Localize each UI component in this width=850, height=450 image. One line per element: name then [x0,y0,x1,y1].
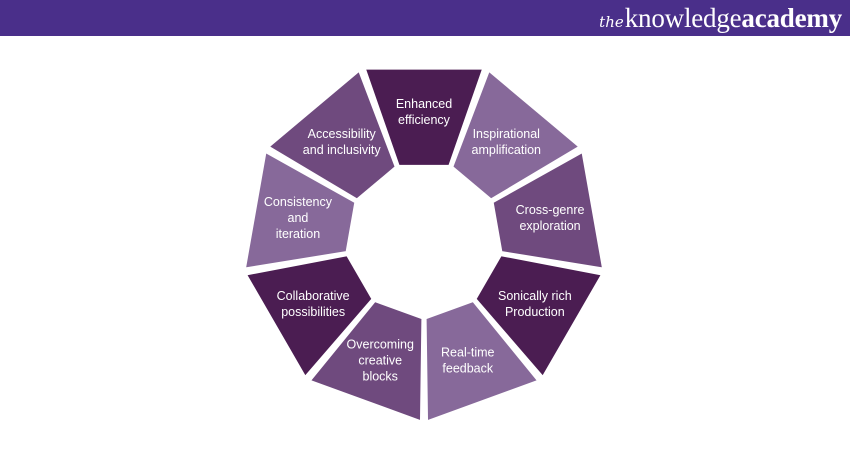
segment-shape [306,298,425,425]
segment-label: feedback [442,361,493,375]
brand-logo[interactable]: theknowledgeacademy [599,2,842,34]
brand-name-light: knowledge [624,3,742,33]
segment-shape [265,67,399,202]
segment-label: creative [358,353,402,367]
segment-label: Sonically rich [498,289,572,303]
segment-shape [473,252,606,381]
segment-label: efficiency [398,113,451,127]
segment-label: possibilities [281,305,345,319]
segment-label: and [288,211,309,225]
segment-shape [449,67,583,202]
segment-label: amplification [472,143,542,157]
segment-label: Real-time [441,345,495,359]
segment-label: exploration [519,219,580,233]
wheel-segment: Collaborative possibilities [242,252,375,381]
header-bar: theknowledgeacademy [0,0,850,36]
segment-label: Collaborative [277,289,350,303]
wheel-segment: Real-time feedback [423,298,542,425]
wheel-segment: Consistency and iteration [242,148,358,271]
segment-shape [490,148,606,271]
segment-shape [362,66,486,168]
segment-label: Overcoming [347,337,414,351]
segment-label: Cross-genre [516,203,585,217]
segment-label: Accessibility [308,127,377,141]
segment-label: Enhanced [396,97,452,111]
segment-label: blocks [363,369,398,383]
wheel-segment: Accessibility and inclusivity [265,67,399,202]
wheel-segment: Inspirational amplification [449,67,583,202]
segment-label: Inspirational [473,127,540,141]
segment-shape [423,298,542,425]
brand-name-bold: academy [741,3,842,33]
segment-label: and inclusivity [303,143,382,157]
segment-label: Consistency [264,195,333,209]
wheel-segment: Cross-genre exploration [490,148,606,271]
segment-label: iteration [276,227,321,241]
wheel-segment: Enhanced efficiency [362,66,486,168]
segment-label: Production [505,305,565,319]
segment-shape [242,148,358,271]
segment-shape [242,252,375,381]
brand-prefix: the [599,13,624,31]
wheel-center [350,166,498,314]
wheel-segment: Overcoming creative blocks [306,298,425,425]
